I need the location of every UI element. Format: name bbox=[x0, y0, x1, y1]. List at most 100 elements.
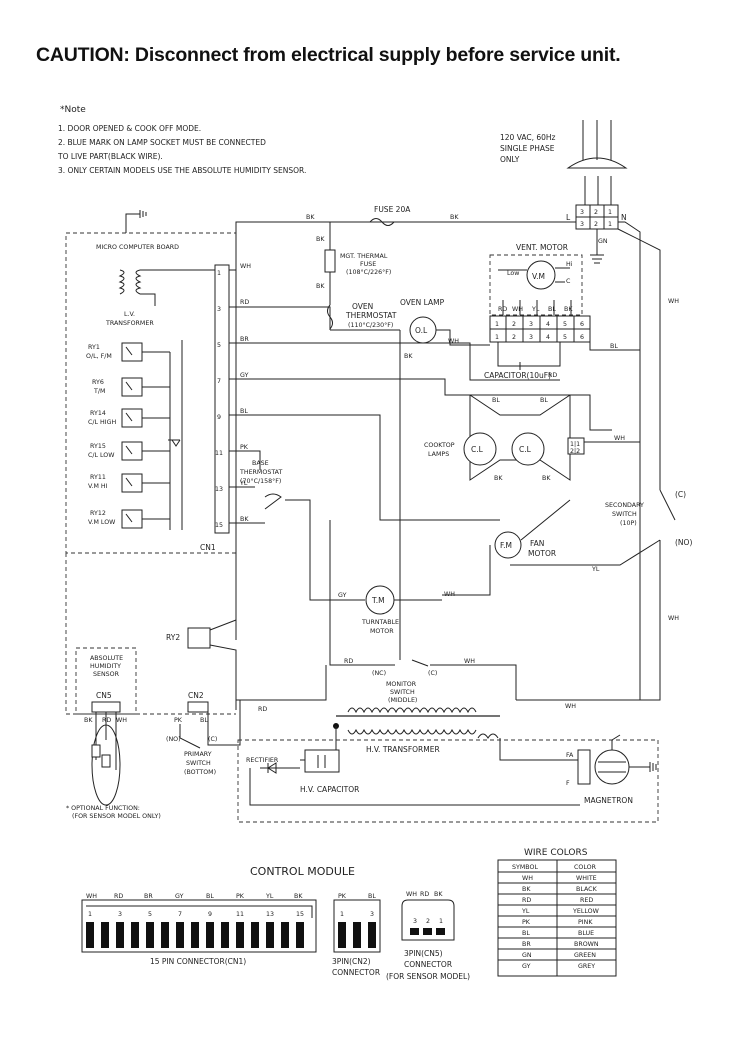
svg-text:11: 11 bbox=[215, 450, 223, 457]
vent-motor: VENT. MOTOR V.M Low Hi C RD WH YL BL BK … bbox=[484, 243, 640, 380]
svg-text:CN2: CN2 bbox=[188, 691, 204, 700]
svg-text:RD: RD bbox=[420, 891, 429, 898]
svg-text:BL: BL bbox=[240, 408, 248, 415]
svg-text:WHITE: WHITE bbox=[576, 875, 597, 882]
wire-label: BK bbox=[316, 236, 325, 243]
note-line: TO LIVE PART(BLACK WIRE). bbox=[57, 152, 163, 161]
svg-text:SENSOR: SENSOR bbox=[93, 671, 120, 678]
relay-ry2: RY2 bbox=[166, 619, 237, 710]
svg-text:RD: RD bbox=[258, 706, 267, 713]
oven-thermostat-label: (110°C/230°F) bbox=[348, 321, 393, 329]
wire-label: BK bbox=[450, 214, 459, 221]
svg-text:O/L, F/M: O/L, F/M bbox=[86, 353, 112, 360]
svg-text:BR: BR bbox=[240, 336, 249, 343]
svg-text:GN: GN bbox=[522, 952, 532, 959]
svg-text:PINK: PINK bbox=[578, 919, 593, 926]
capacitor-icon bbox=[516, 362, 524, 370]
supply-line: ONLY bbox=[500, 155, 520, 164]
plug-wires bbox=[584, 176, 612, 205]
wire-label: BL bbox=[610, 343, 618, 350]
svg-text:3: 3 bbox=[217, 306, 221, 313]
svg-text:RY6: RY6 bbox=[92, 379, 104, 386]
svg-text:BL: BL bbox=[368, 893, 376, 900]
svg-text:T.M: T.M bbox=[371, 596, 385, 605]
svg-text:TURNTABLE: TURNTABLE bbox=[361, 619, 399, 626]
svg-text:1: 1 bbox=[495, 334, 499, 341]
oven-lamp-label: OVEN LAMP bbox=[400, 298, 445, 307]
svg-text:V.M LOW: V.M LOW bbox=[88, 519, 116, 526]
mgt-thermal-fuse bbox=[324, 249, 336, 273]
svg-text:1: 1 bbox=[217, 270, 221, 277]
vent-c-label: C bbox=[566, 278, 571, 285]
base-thermostat: BASE THERMOSTAT (70°C/158°F) bbox=[239, 460, 365, 601]
svg-text:3: 3 bbox=[413, 918, 417, 925]
diode-icon bbox=[168, 439, 181, 447]
ground-icon bbox=[590, 229, 604, 264]
humidity-sensor: ABSOLUTE HUMIDITY SENSOR CN5 BK RD WH * … bbox=[66, 647, 161, 820]
svg-text:RED: RED bbox=[580, 897, 593, 904]
mgt-fuse-label: FUSE bbox=[360, 261, 376, 268]
svg-text:GREY: GREY bbox=[578, 963, 595, 970]
svg-text:1: 1 bbox=[495, 321, 499, 328]
svg-text:3PIN(CN2): 3PIN(CN2) bbox=[332, 957, 371, 966]
svg-text:5: 5 bbox=[217, 342, 221, 349]
rectifier-icon bbox=[260, 762, 300, 774]
lv-label: L.V. bbox=[124, 311, 135, 318]
svg-text:(BOTTOM): (BOTTOM) bbox=[184, 769, 216, 776]
supply-line: SINGLE PHASE bbox=[500, 144, 555, 153]
svg-text:BROWN: BROWN bbox=[574, 941, 599, 948]
svg-text:5: 5 bbox=[563, 321, 567, 328]
svg-text:PK: PK bbox=[240, 444, 249, 451]
svg-text:5: 5 bbox=[148, 911, 152, 918]
cn1-strip bbox=[214, 264, 230, 534]
wire-label: WH bbox=[668, 615, 679, 622]
svg-text:RD: RD bbox=[114, 893, 123, 900]
svg-text:BR: BR bbox=[144, 893, 153, 900]
note-block: *Note 1. DOOR OPENED & COOK OFF MODE. 2.… bbox=[57, 105, 306, 175]
hv-transformer: H.V. TRANSFORMER bbox=[300, 707, 580, 761]
main-wiring: BK BK FUSE 20A WH WH BK MGT. THERMAL FUS… bbox=[235, 205, 679, 701]
lv-transformer-icon bbox=[118, 269, 142, 295]
svg-text:1: 1 bbox=[88, 911, 92, 918]
lamp-connector bbox=[567, 437, 585, 455]
magnetron-icon bbox=[594, 749, 630, 785]
svg-text:H.V. TRANSFORMER: H.V. TRANSFORMER bbox=[366, 745, 440, 754]
oven-thermostat-label: THERMOSTAT bbox=[345, 311, 397, 320]
svg-text:WH: WH bbox=[86, 893, 97, 900]
wire-label: WH bbox=[448, 338, 459, 345]
monitor-switch: RD WH (NC) (C) MONITOR SWITCH (MIDDLE) R… bbox=[236, 520, 576, 713]
svg-text:13: 13 bbox=[215, 486, 223, 493]
svg-text:PK: PK bbox=[338, 893, 347, 900]
svg-text:C/L LOW: C/L LOW bbox=[88, 452, 115, 459]
svg-text:PRIMARY: PRIMARY bbox=[184, 751, 212, 758]
oven-thermostat-label: OVEN bbox=[352, 302, 373, 311]
svg-text:BK: BK bbox=[494, 475, 503, 482]
vent-motor-label: VENT. MOTOR bbox=[516, 243, 568, 252]
svg-text:BLUE: BLUE bbox=[578, 930, 594, 937]
svg-text:BASE: BASE bbox=[252, 460, 269, 467]
svg-text:(FOR SENSOR MODEL ONLY): (FOR SENSOR MODEL ONLY) bbox=[72, 813, 161, 820]
svg-text:2: 2 bbox=[594, 209, 598, 216]
wire-label: BL bbox=[548, 306, 556, 313]
svg-text:SWITCH: SWITCH bbox=[390, 689, 415, 696]
svg-text:MOTOR: MOTOR bbox=[370, 628, 394, 635]
supply-line: 120 VAC, 60Hz bbox=[500, 133, 556, 142]
svg-text:T/M: T/M bbox=[93, 388, 105, 395]
svg-text:(C): (C) bbox=[428, 670, 437, 677]
wire-label: BK bbox=[404, 353, 413, 360]
svg-text:3: 3 bbox=[580, 221, 584, 228]
svg-text:COOKTOP: COOKTOP bbox=[424, 442, 455, 449]
svg-text:(10P): (10P) bbox=[620, 520, 637, 527]
micro-computer-board: MICRO COMPUTER BOARD L.V. TRANSFORMER RY… bbox=[65, 210, 237, 554]
svg-text:2|2: 2|2 bbox=[570, 448, 580, 455]
fan-motor-icon bbox=[494, 531, 522, 559]
relay-ry14: RY14 C/L HIGH bbox=[88, 408, 170, 428]
svg-text:(MIDDLE): (MIDDLE) bbox=[388, 697, 417, 704]
svg-text:RY12: RY12 bbox=[90, 510, 106, 517]
filament-coil bbox=[477, 733, 499, 739]
svg-text:PK: PK bbox=[522, 919, 531, 926]
micro-board-label: MICRO COMPUTER BOARD bbox=[96, 244, 179, 251]
svg-text:(70°C/158°F): (70°C/158°F) bbox=[240, 477, 281, 485]
svg-text:BLACK: BLACK bbox=[576, 886, 598, 893]
